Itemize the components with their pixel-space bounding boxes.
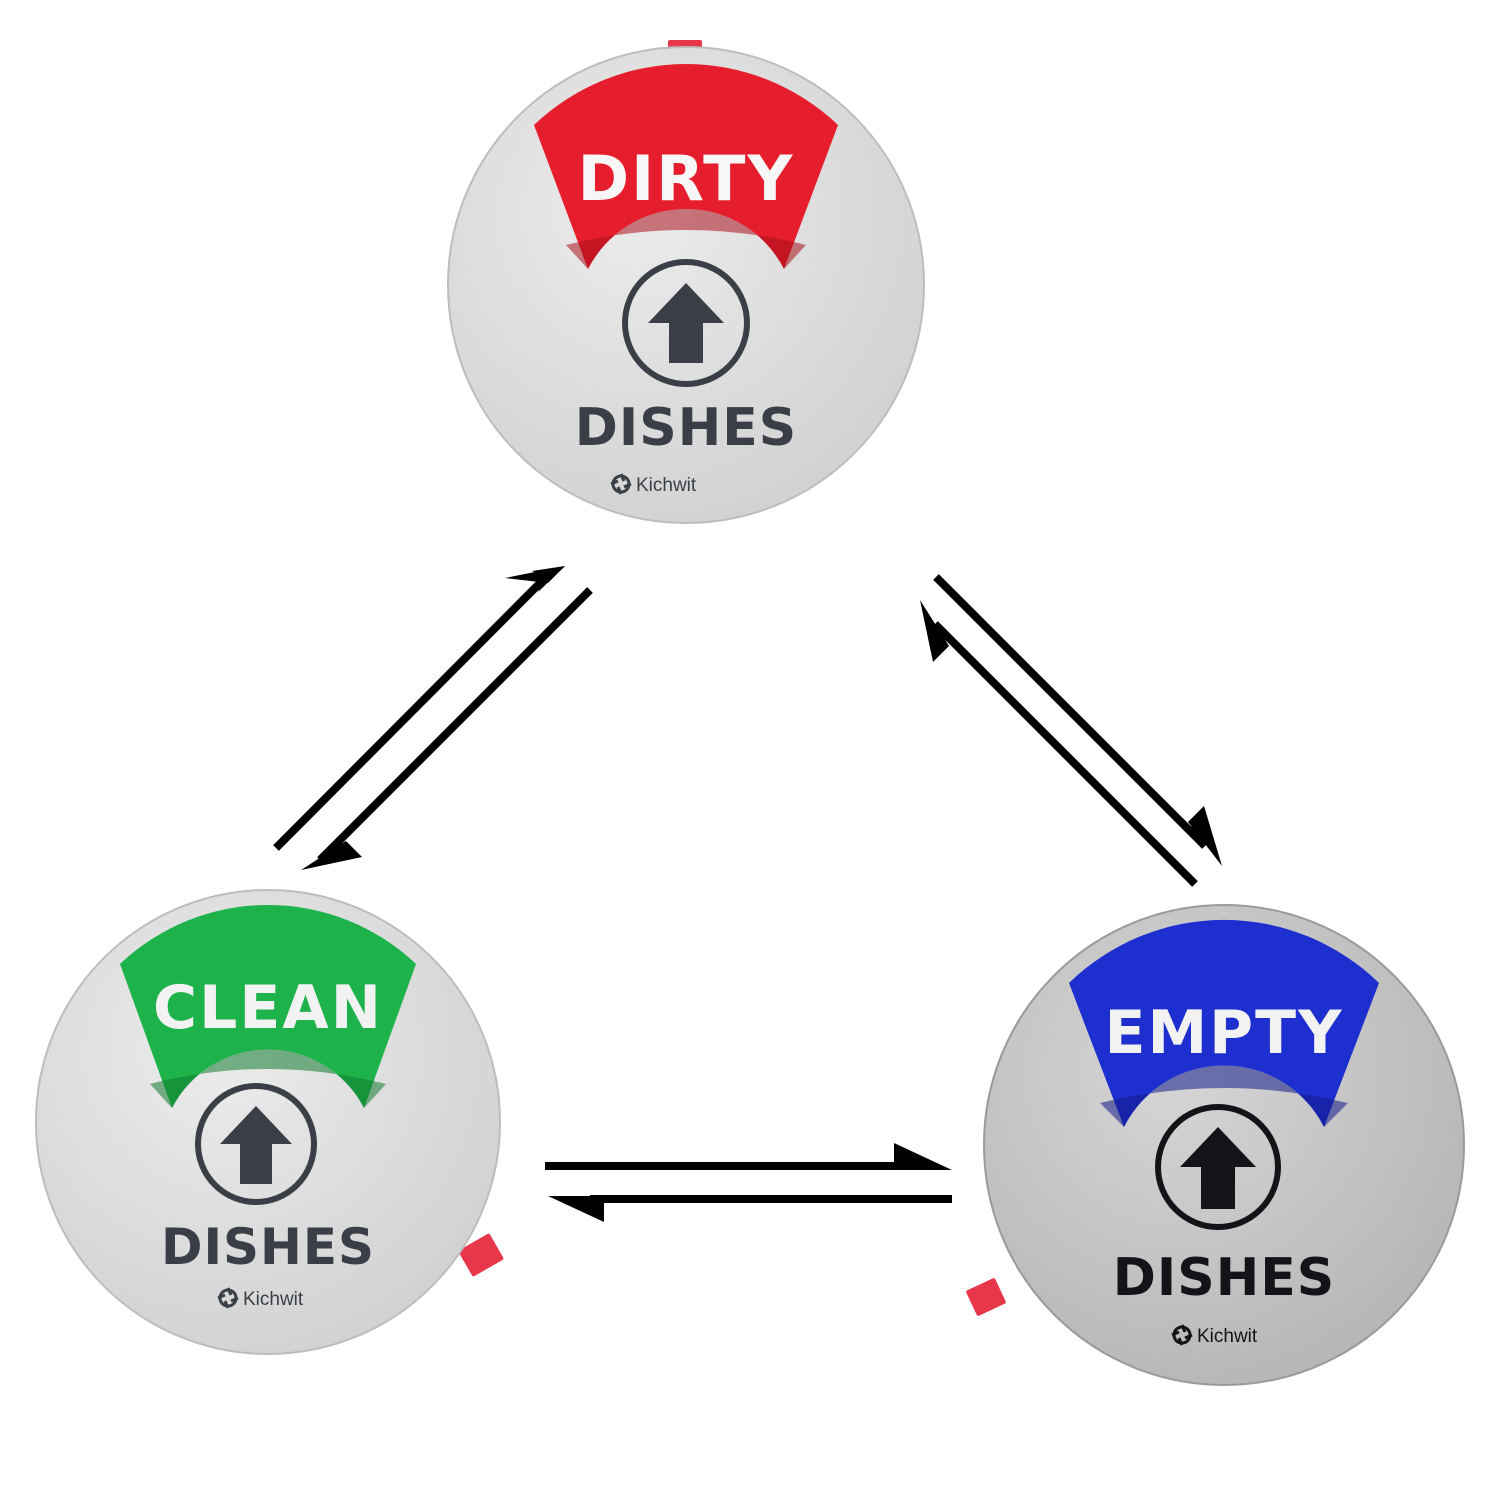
arrow-empty-to-clean: [548, 1195, 952, 1222]
status-window: [120, 904, 416, 1108]
arrow-clean-to-dirty: [273, 566, 565, 851]
status-window-shade: [150, 1049, 386, 1108]
dishes-label: DISHES: [575, 398, 797, 458]
double-arrow-icon: [545, 1143, 952, 1222]
up-arrow-in-circle-icon: [195, 1083, 317, 1205]
double-arrow-icon: [920, 574, 1222, 887]
arrow-clean-to-empty: [545, 1143, 952, 1170]
brand-label: Kichwit: [1197, 1326, 1258, 1347]
peel-tab: [458, 1233, 504, 1277]
dishes-label: DISHES: [1113, 1248, 1335, 1308]
brand-label: Kichwit: [636, 475, 697, 496]
status-window-shade: [566, 208, 806, 269]
status-window: [534, 64, 838, 269]
arrow-dirty-to-clean: [301, 587, 593, 870]
magnet-dirty: DIRTY DISHES Kichwit: [447, 40, 925, 524]
pinwheel-logo-icon: [610, 473, 632, 495]
status-window-shade: [1100, 1065, 1348, 1127]
up-arrow-in-circle-icon: [1155, 1104, 1281, 1230]
arrow-dirty-to-empty: [933, 574, 1222, 866]
up-arrow-in-circle-icon: [622, 259, 750, 387]
status-label: DIRTY: [578, 142, 795, 215]
pinwheel-logo-icon: [217, 1287, 239, 1309]
status-label: EMPTY: [1104, 998, 1343, 1068]
magnet-empty: EMPTY DISHES Kichwit: [966, 904, 1465, 1386]
magnet-clean: CLEAN DISHES Kichwit: [35, 889, 504, 1355]
double-arrow-icon: [273, 566, 593, 870]
brand-label: Kichwit: [243, 1289, 304, 1310]
pinwheel-logo-icon: [1171, 1324, 1193, 1346]
status-label: CLEAN: [153, 973, 383, 1043]
dishes-label: DISHES: [161, 1218, 375, 1276]
peel-tab: [966, 1278, 1006, 1316]
status-window: [1069, 919, 1379, 1127]
arrow-empty-to-dirty: [920, 600, 1198, 887]
